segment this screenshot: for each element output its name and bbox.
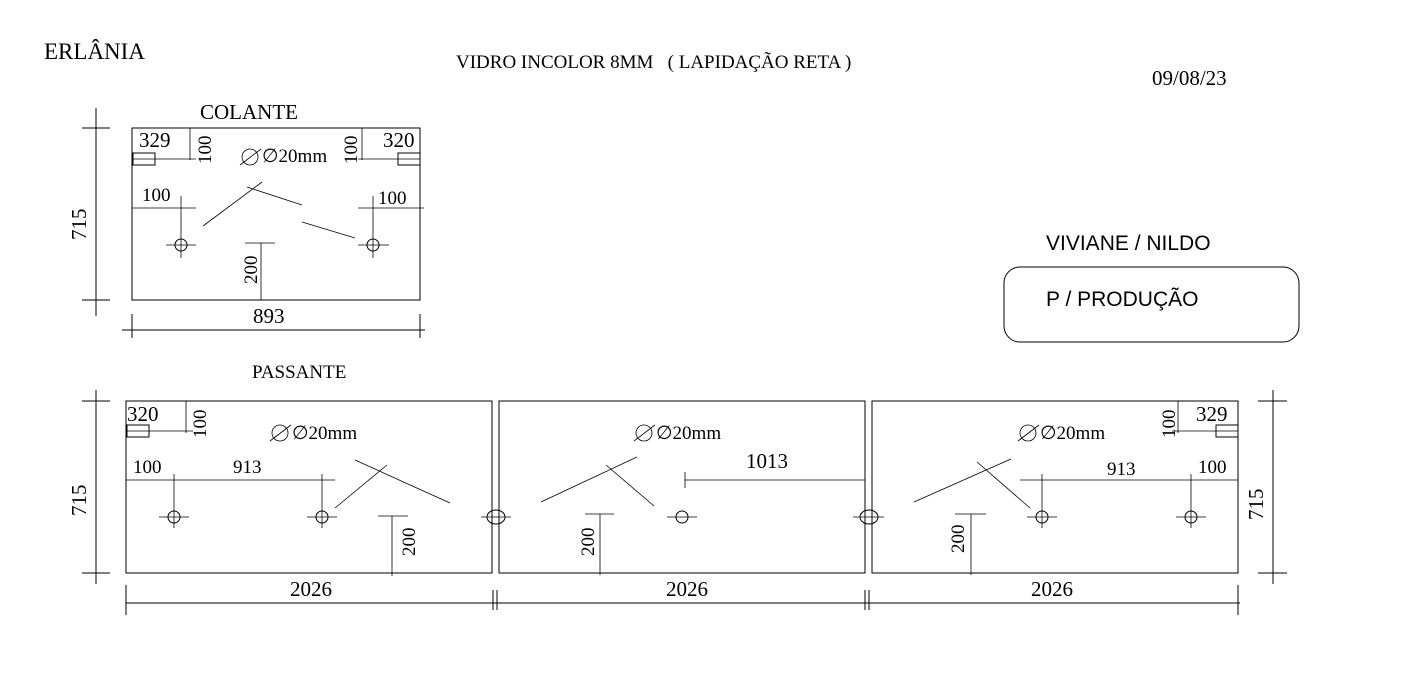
panel-3-hinge-label: 329 — [1196, 402, 1228, 426]
panel-3-width: 2026 — [1031, 577, 1073, 601]
colante-glass — [131, 127, 421, 301]
colante-panel: 715 893 329 100 320 100 ∅20mm 100 — [67, 108, 425, 338]
panel-3-glass — [871, 400, 1239, 574]
panel-1-hole-height: 200 — [399, 528, 420, 557]
panel-3-hinge-offset: 100 — [1159, 410, 1180, 439]
passante-title: PASSANTE — [252, 362, 346, 383]
panel-3-hole-diameter: ∅20mm — [1040, 423, 1105, 444]
panel-1-hinge-offset: 100 — [190, 410, 211, 439]
panel-1-hinge-label: 320 — [127, 402, 159, 426]
panel-2-width: 2026 — [666, 577, 708, 601]
panel-1-hole-edge: 100 — [133, 457, 162, 478]
panel-2-hole-diameter: ∅20mm — [656, 423, 721, 444]
panel-2-hole-position: 1013 — [746, 449, 788, 473]
passante-height-right: 715 — [1244, 489, 1268, 521]
material-spec: VIDRO INCOLOR 8MM ( LAPIDAÇÃO RETA ) — [456, 51, 851, 73]
client-name: ERLÂNIA — [44, 39, 145, 64]
colante-hinge-left-offset: 100 — [195, 136, 216, 165]
panel-2-glass — [498, 400, 866, 574]
panel-1-hole-spacing: 913 — [233, 457, 262, 478]
colante-width-label: 893 — [253, 304, 285, 328]
colante-height-label: 715 — [67, 209, 91, 241]
panel-3-hole-spacing: 913 — [1107, 459, 1136, 480]
order-date: 09/08/23 — [1152, 66, 1227, 90]
panel-1-hole-diameter: ∅20mm — [292, 423, 357, 444]
colante-title: COLANTE — [200, 100, 298, 124]
panel-3-hole-edge: 100 — [1198, 457, 1227, 478]
passante-panel-2: ∅20mm 1013 200 2026 — [496, 400, 868, 610]
colante-hole-height: 200 — [241, 256, 262, 285]
status-box — [1003, 266, 1300, 343]
panel-2-hole-height: 200 — [578, 528, 599, 557]
colante-hinge-right-label: 320 — [383, 128, 415, 152]
panel-1-width: 2026 — [290, 577, 332, 601]
production-status: P / PRODUÇÃO — [1046, 287, 1198, 311]
customer-names: VIVIANE / NILDO — [1046, 232, 1211, 255]
colante-hole-left-edge: 100 — [142, 185, 171, 206]
passante-panel-3: 329 100 ∅20mm 913 100 200 2026 — [868, 400, 1240, 615]
passante-height-left: 715 — [67, 485, 91, 517]
colante-hole-diameter: ∅20mm — [262, 146, 327, 167]
panel-3-hole-height: 200 — [948, 525, 969, 554]
colante-hole-right-edge: 100 — [378, 188, 407, 209]
panel-1-glass — [125, 400, 493, 574]
colante-hinge-left-label: 329 — [139, 128, 171, 152]
colante-hinge-right-offset: 100 — [341, 136, 362, 165]
passante-panel-1: 320 100 ∅20mm 100 913 200 2026 — [125, 400, 497, 615]
